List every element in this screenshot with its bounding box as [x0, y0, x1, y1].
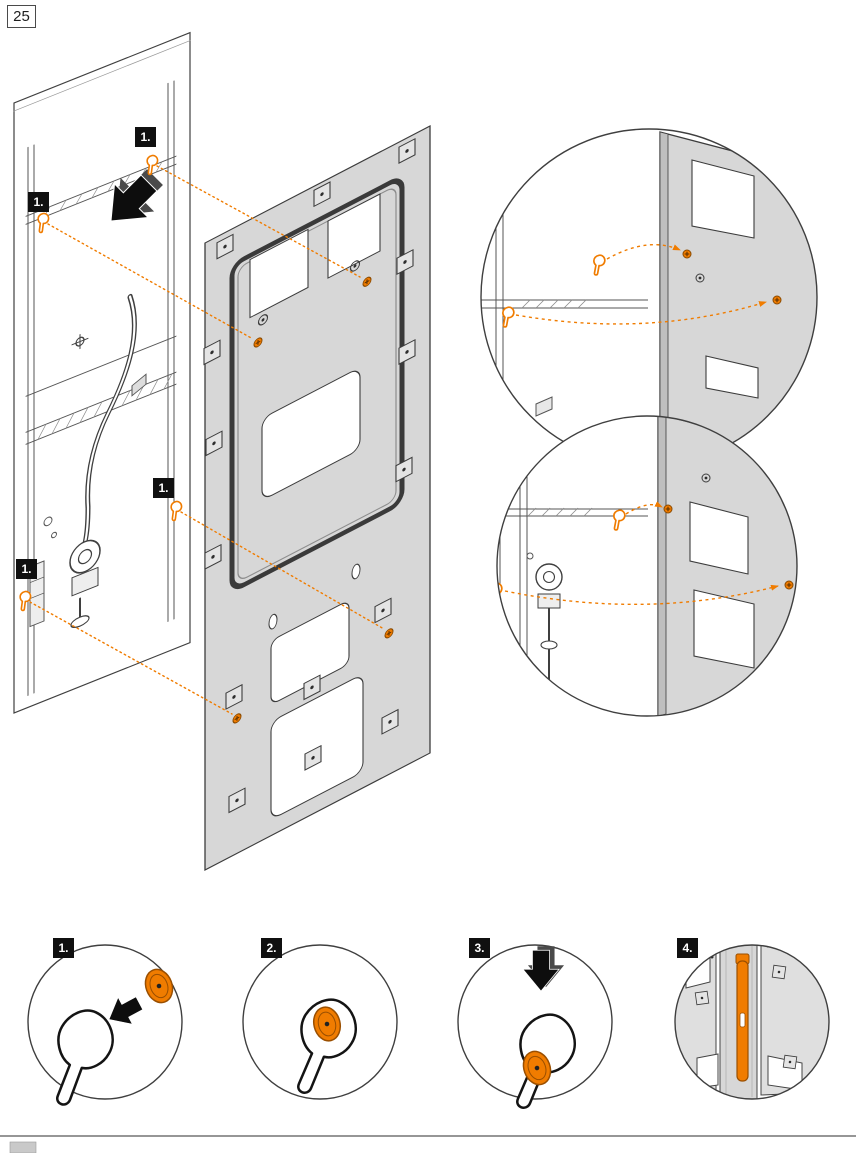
cutout-bottom [270, 677, 364, 817]
detail-view-bottom-circle [496, 415, 798, 717]
step-badge-3: 3. [469, 938, 490, 958]
mounting-leader-lines [29, 165, 385, 715]
shutoff-valve [71, 334, 89, 350]
step-2-circle [242, 944, 398, 1100]
callout-badge: 1. [135, 127, 156, 147]
step-4-circle [674, 944, 830, 1100]
step-3-circle [457, 944, 613, 1110]
installed-strip [735, 953, 750, 1082]
cover-panel [203, 125, 431, 871]
pump-unit [69, 539, 101, 629]
gasket-frame [229, 178, 405, 590]
cutout-middle [261, 370, 361, 498]
frame-assembly [13, 31, 191, 714]
footer-mark [9, 1141, 37, 1153]
step-badge-2: 2. [261, 938, 282, 958]
cutout-top-left [249, 228, 309, 319]
orange-screw-icon [772, 295, 782, 305]
flush-pipe [82, 293, 137, 546]
orange-screw-icon [663, 504, 673, 514]
detail-view-top-circle [480, 128, 818, 466]
screw-hole [257, 260, 361, 326]
callout-badge: 1. [153, 478, 174, 498]
step-badge-4: 4. [677, 938, 698, 958]
step-1-circle [27, 944, 183, 1107]
step-badge-1: 1. [53, 938, 74, 958]
page-number: 25 [7, 5, 36, 28]
callout-badge: 1. [16, 559, 37, 579]
orange-screw-icon [682, 249, 692, 259]
corner-bracket [131, 373, 147, 397]
orange-screw-icon [784, 580, 794, 590]
callout-badge: 1. [28, 192, 49, 212]
cutout-top-right [327, 193, 381, 279]
